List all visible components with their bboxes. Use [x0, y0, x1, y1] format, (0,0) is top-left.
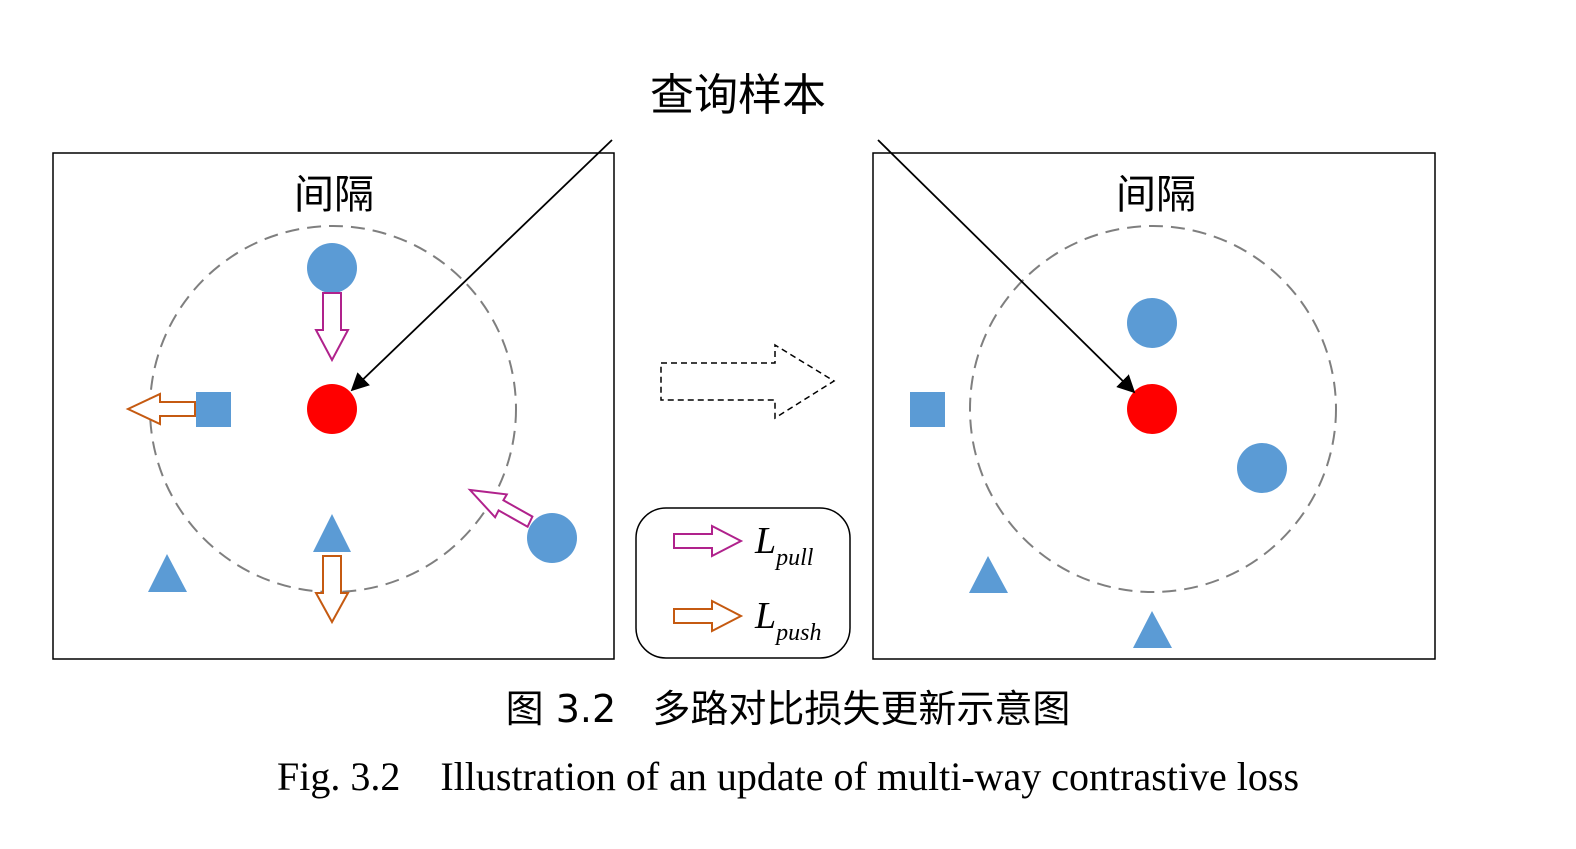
pull-arrow-icon — [467, 488, 534, 529]
legend-push-symbol: L — [754, 595, 776, 637]
left-panel-frame — [52, 152, 615, 660]
legend-pull-symbol: L — [754, 520, 776, 562]
pull-arrow-icon — [314, 292, 350, 363]
left-positive-bottom-right — [527, 513, 577, 563]
right-margin-circle — [969, 225, 1337, 593]
right-panel-frame — [872, 152, 1436, 660]
legend-pull-arrow-icon — [673, 524, 744, 558]
left-panel: 间隔 — [52, 152, 615, 660]
query-pointer-left — [350, 139, 613, 392]
push-arrow-icon — [314, 555, 350, 625]
left-negative-square — [196, 392, 231, 427]
left-negative-triangle-inner — [313, 514, 351, 552]
legend-frame — [635, 507, 851, 659]
right-query-sample — [1127, 384, 1177, 434]
caption-english: Fig. 3.2 Illustration of an update of mu… — [277, 754, 1299, 799]
caption-chinese: 图 3.2 多路对比损失更新示意图 — [506, 687, 1071, 731]
right-negative-triangle-left — [969, 556, 1008, 593]
push-arrow-icon — [125, 392, 196, 426]
right-negative-square — [910, 392, 945, 427]
right-positive-bottom-right — [1237, 443, 1287, 493]
query-sample-label: 查询样本 — [650, 70, 826, 121]
left-margin-label: 间隔 — [294, 172, 374, 218]
dashed-block-arrow-right-icon — [660, 343, 836, 420]
legend-push-arrow-icon — [673, 599, 744, 633]
legend-push-subscript: push — [774, 620, 821, 646]
legend-pull-subscript: pull — [774, 545, 814, 571]
right-positive-top — [1127, 298, 1177, 348]
right-margin-label: 间隔 — [1116, 172, 1196, 218]
left-negative-triangle-outer — [148, 554, 187, 592]
legend: Lpull Lpush — [635, 507, 851, 659]
query-pointer-right — [877, 139, 1136, 394]
left-query-sample — [307, 384, 357, 434]
legend-pull-label: Lpull — [754, 520, 814, 571]
right-negative-triangle-bottom — [1133, 611, 1172, 648]
left-positive-top — [307, 243, 357, 293]
right-panel: 间隔 — [872, 152, 1436, 660]
legend-push-label: Lpush — [754, 595, 821, 646]
